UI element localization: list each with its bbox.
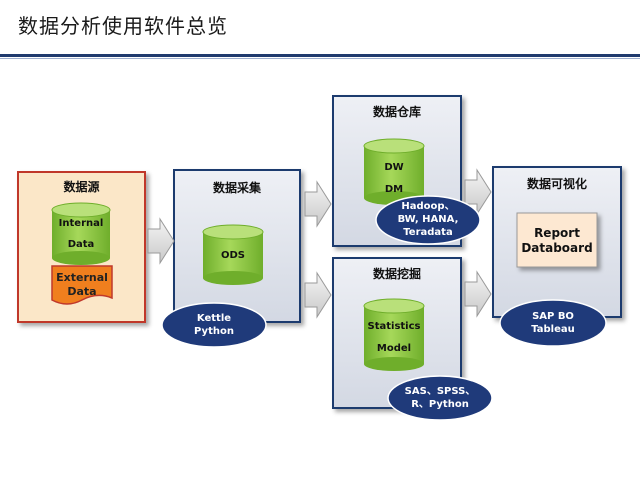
viz-tools-oval <box>499 299 607 347</box>
internal-data-cylinder <box>51 202 111 265</box>
viz-tool-sap-bo: SAP BO <box>532 311 574 322</box>
arrow-collect-to-warehouse <box>304 180 332 228</box>
arrow-mining-to-viz <box>464 270 492 318</box>
page-title: 数据分析使用软件总览 <box>18 14 228 38</box>
report-databoard-box <box>516 212 598 268</box>
mining-title: 数据挖掘 <box>372 267 421 281</box>
ods-cylinder <box>202 224 264 285</box>
collect-tool-kettle: Kettle <box>196 313 232 324</box>
external-label-line2: Data <box>67 285 97 298</box>
ods-label: ODS <box>220 250 245 261</box>
collect-tools-oval <box>161 302 267 348</box>
warehouse-title: 数据仓库 <box>372 105 421 119</box>
internal-label-line1: Internal <box>58 218 104 229</box>
warehouse-tools-oval <box>375 195 481 245</box>
warehouse-tool-bw-hana: BW, HANA, <box>397 214 459 225</box>
warehouse-tool-teradata: Teradata <box>403 227 453 238</box>
warehouse-tool-hadoop: Hadoop、 <box>401 201 455 212</box>
title-divider <box>0 54 640 57</box>
viz-tool-tableau: Tableau <box>531 324 575 335</box>
statistics-model-cylinder <box>363 298 425 371</box>
report-label: Report <box>534 226 580 240</box>
source-title: 数据源 <box>63 180 100 194</box>
dm-label: DM <box>384 184 404 195</box>
internal-label-line2: Data <box>67 239 95 250</box>
collect-title: 数据采集 <box>212 181 261 195</box>
mining-tool-r-python: R、Python <box>411 399 469 410</box>
mining-tool-sas-spss: SAS、SPSS、 <box>404 386 476 397</box>
viz-title: 数据可视化 <box>526 177 587 191</box>
arrow-source-to-collect <box>147 217 175 265</box>
statistics-label: Statistics <box>367 321 421 332</box>
external-data-document <box>51 265 113 305</box>
external-label-line1: External <box>56 271 108 284</box>
model-label: Model <box>376 343 412 354</box>
title-divider-thin <box>0 58 640 59</box>
dw-dm-cylinder <box>363 138 425 205</box>
collect-tool-python: Python <box>194 326 234 337</box>
mining-tools-oval <box>387 375 493 421</box>
dw-label: DW <box>384 162 404 173</box>
databoard-label: Databoard <box>521 241 593 255</box>
arrow-collect-to-mining <box>304 271 332 319</box>
